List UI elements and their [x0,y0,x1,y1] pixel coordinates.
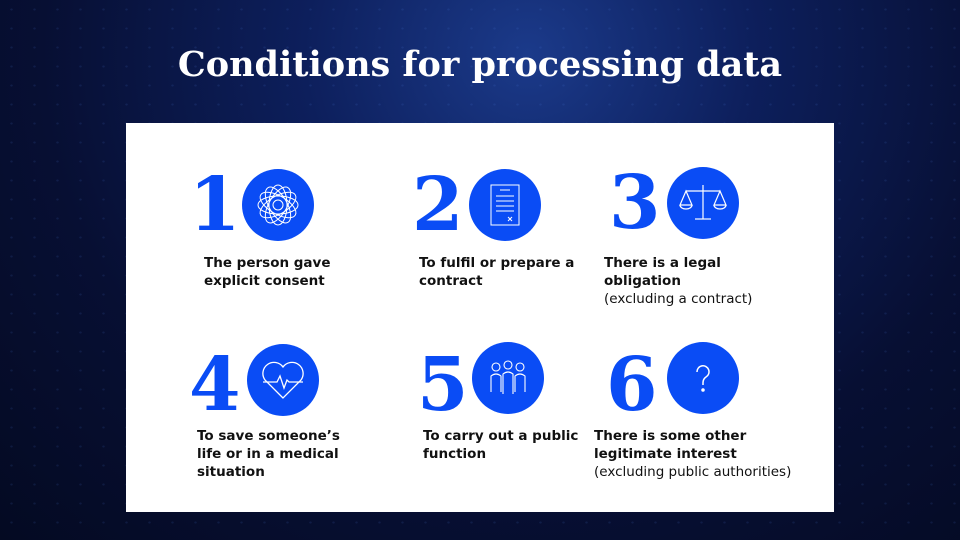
number-4: 4 [189,342,241,428]
number-2: 2 [412,162,464,248]
page-title: Conditions for processing data [177,44,783,85]
number-1: 1 [189,162,241,248]
document-icon [469,169,541,241]
condition-4-text: To save someone’s life or in a medical s… [197,428,340,480]
condition-2-text: To fulfil or prepare a contract [419,255,575,289]
conditions-card: 1 The person gave explicit consent 2 To … [126,123,834,512]
number-3: 3 [609,160,661,246]
number-6: 6 [606,342,658,428]
condition-3-text: There is a legal obligation(excluding a … [604,255,753,307]
question-mark-icon [667,342,739,414]
people-group-icon [472,342,544,414]
scales-icon [667,167,739,239]
condition-6-text: There is some other legitimate interest(… [594,428,792,480]
condition-5-text: To carry out a public function [423,428,579,462]
number-5: 5 [417,342,469,428]
condition-1-text: The person gave explicit consent [204,255,331,289]
heart-pulse-icon [247,344,319,416]
flower-of-life-icon [242,169,314,241]
